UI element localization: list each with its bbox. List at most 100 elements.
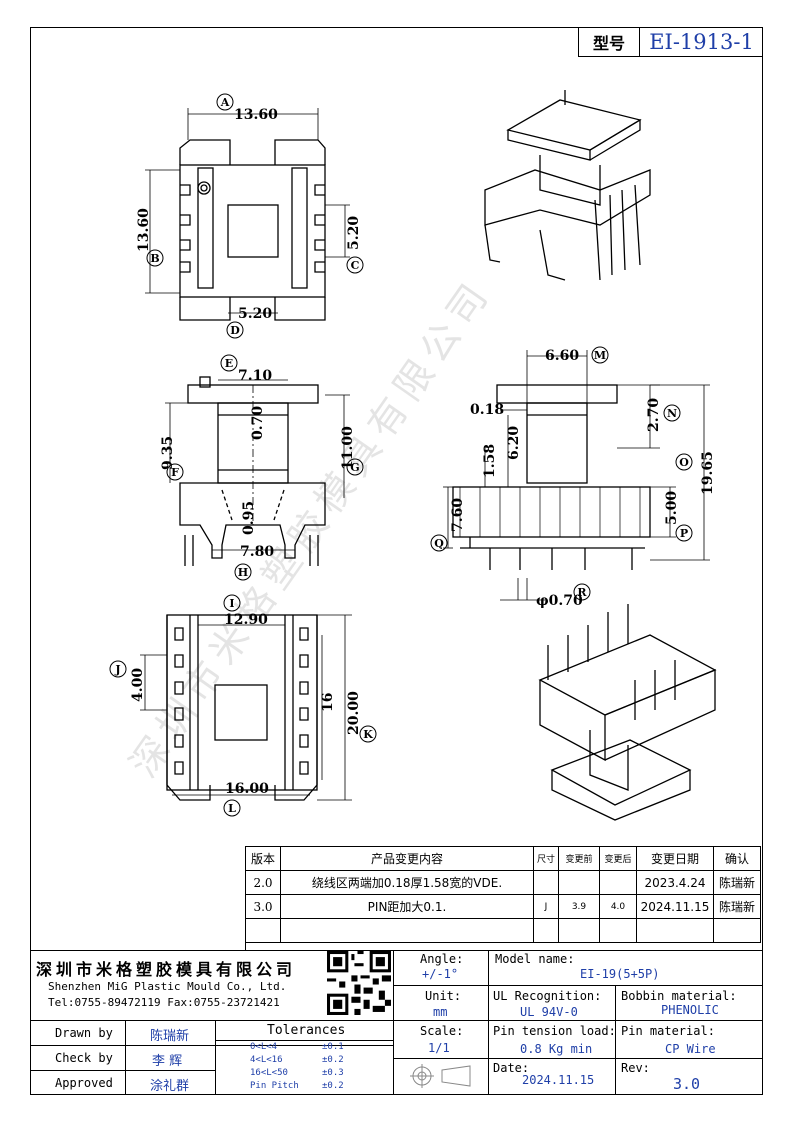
model-box: 型号 EI-1913-1 xyxy=(578,27,763,57)
tb-line xyxy=(393,950,394,1095)
callout-a: A xyxy=(216,93,234,111)
tolerance-value: ±0.2 xyxy=(322,1081,344,1091)
tb-line xyxy=(488,950,489,1095)
pin-tension-value: 0.8 Kg min xyxy=(520,1042,593,1056)
revision-table: 版本 产品变更内容 尺寸 变更前 变更后 变更日期 确认 2.0 绕线区两端加0… xyxy=(245,846,761,943)
callout-i: I xyxy=(223,594,241,612)
ul-value: UL 94V-0 xyxy=(520,1005,578,1019)
company-name-en: Shenzhen MiG Plastic Mould Co., Ltd. xyxy=(48,980,287,993)
rev-label: Rev: xyxy=(621,1061,650,1075)
callout-h: H xyxy=(234,563,252,581)
tb-line xyxy=(245,846,246,950)
dim-f: 9.35 xyxy=(160,436,176,470)
scale-label: Scale: xyxy=(420,1024,464,1038)
model-value: EI-1913-1 xyxy=(649,29,754,54)
dim-q: 7.60 xyxy=(450,498,466,532)
callout-o: O xyxy=(675,453,693,471)
rev-header-version: 版本 xyxy=(245,846,281,871)
model-name-label: Model name: xyxy=(495,952,575,966)
table-row xyxy=(245,918,761,943)
dim-p: 5.00 xyxy=(664,491,680,525)
svg-text:D: D xyxy=(230,324,240,337)
date-label: Date: xyxy=(493,1061,530,1075)
dim-158: 1.58 xyxy=(482,444,498,478)
approved-label: Approved xyxy=(55,1076,113,1090)
rev-header-after: 变更后 xyxy=(599,846,637,871)
model-name-value: EI-19(5+5P) xyxy=(580,967,660,981)
drawn-value: 陈瑞新 xyxy=(150,1029,190,1044)
svg-text:F: F xyxy=(171,466,179,479)
tb-line xyxy=(125,1020,126,1095)
isometric-view-top xyxy=(484,90,651,281)
qr-code-icon xyxy=(327,951,391,1015)
callout-r: R xyxy=(573,583,591,601)
check-value: 李 辉 xyxy=(152,1054,183,1069)
svg-text:E: E xyxy=(225,357,233,370)
dim-k: 20.00 xyxy=(346,691,362,735)
callout-f: F xyxy=(166,463,184,481)
svg-text:H: H xyxy=(238,566,248,579)
svg-text:C: C xyxy=(351,259,360,272)
pin-tension-label: Pin tension load: xyxy=(493,1024,616,1038)
table-row: 3.0 PIN距加大0.1. J 3.9 4.0 2024.11.15 陈瑞新 xyxy=(245,894,761,919)
dim-o: 19.65 xyxy=(700,451,716,495)
angle-value: +/-1° xyxy=(422,967,459,981)
rev-header-before: 变更前 xyxy=(558,846,600,871)
svg-text:G: G xyxy=(350,461,359,474)
tolerance-value: ±0.3 xyxy=(322,1068,344,1078)
isometric-view-bottom xyxy=(538,604,717,821)
svg-text:Q: Q xyxy=(434,537,444,550)
dim-r: φ0.70 xyxy=(536,593,583,609)
dim-m: 6.60 xyxy=(545,348,579,364)
unit-label: Unit: xyxy=(425,989,462,1003)
dim-j: 4.00 xyxy=(130,668,146,702)
ul-label: UL Recognition: xyxy=(493,989,602,1003)
dim-a: 13.60 xyxy=(234,107,278,123)
svg-text:P: P xyxy=(680,527,688,540)
rev-header-size: 尺寸 xyxy=(533,846,559,871)
callout-p: P xyxy=(675,524,693,542)
pin-material-label: Pin material: xyxy=(621,1024,715,1038)
projection-symbol-icon xyxy=(410,1064,471,1088)
rev-header-date: 变更日期 xyxy=(636,846,714,871)
angle-label: Angle: xyxy=(420,952,464,966)
tb-line xyxy=(30,1070,215,1071)
drawn-label: Drawn by xyxy=(55,1026,113,1040)
svg-text:R: R xyxy=(577,586,587,599)
callout-e: E xyxy=(220,354,238,372)
tb-line xyxy=(215,1040,393,1041)
rev-header-content: 产品变更内容 xyxy=(280,846,534,871)
rev-value: 3.0 xyxy=(673,1075,701,1093)
top-view xyxy=(179,139,326,321)
dim-g: 11.00 xyxy=(340,426,356,470)
tb-line xyxy=(615,985,616,1095)
callout-d: D xyxy=(226,321,244,339)
side-view xyxy=(452,384,651,570)
tb-line xyxy=(30,950,763,951)
callout-l: L xyxy=(223,799,241,817)
scale-value: 1/1 xyxy=(428,1041,450,1055)
dim-b: 13.60 xyxy=(136,208,152,252)
dim-d: 5.20 xyxy=(238,306,272,322)
dim-i: 12.90 xyxy=(224,612,268,628)
tolerance-value: ±0.2 xyxy=(322,1055,344,1065)
callout-n: N xyxy=(663,404,681,422)
tolerance-range: 16<L<50 xyxy=(250,1068,288,1078)
tb-line xyxy=(393,985,763,986)
tb-line xyxy=(30,1045,393,1046)
bobbin-label: Bobbin material: xyxy=(621,989,737,1003)
svg-text:J: J xyxy=(114,663,120,676)
model-label: 型号 xyxy=(579,27,640,56)
dim-h2: 0.95 xyxy=(241,501,257,535)
callout-c: C xyxy=(346,256,364,274)
dim-018: 0.18 xyxy=(470,402,504,418)
callout-q: Q xyxy=(430,534,448,552)
dim-e: 7.10 xyxy=(238,368,272,384)
callout-k: K xyxy=(359,725,377,743)
svg-text:N: N xyxy=(667,407,677,420)
approved-value: 涂礼群 xyxy=(150,1079,190,1094)
svg-text:O: O xyxy=(679,456,689,469)
dim-l: 16.00 xyxy=(225,781,269,797)
date-value: 2024.11.15 xyxy=(522,1073,595,1087)
dim-n: 2.70 xyxy=(646,398,662,432)
